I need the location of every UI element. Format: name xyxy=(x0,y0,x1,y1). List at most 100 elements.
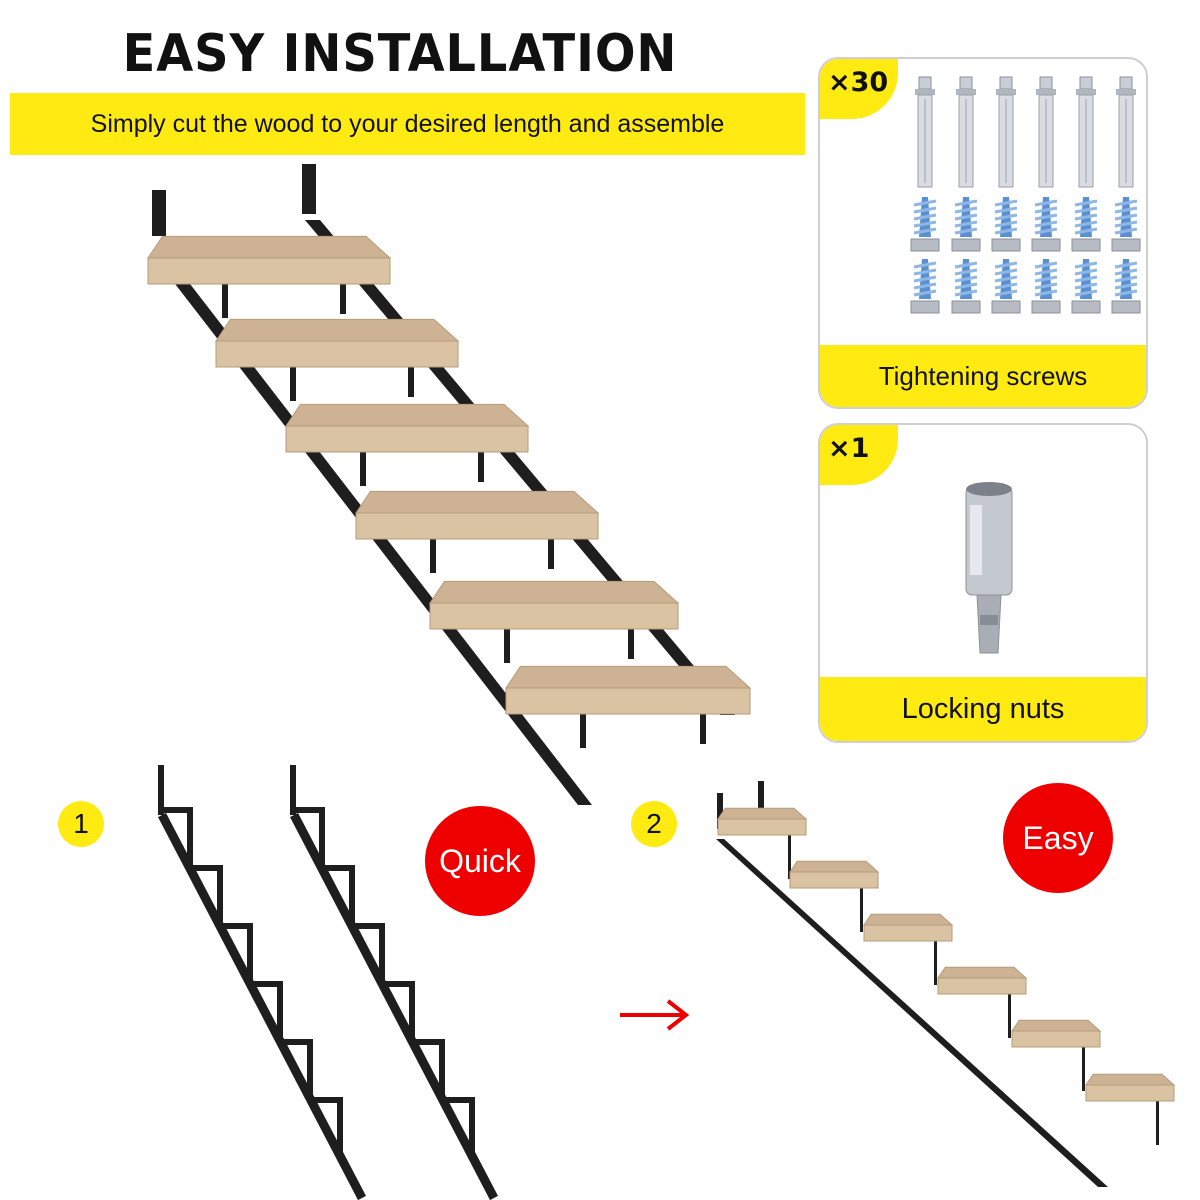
stringer-right-beam xyxy=(290,812,498,1200)
main-tread-2-top xyxy=(215,318,460,342)
anchor-nut-1 xyxy=(918,76,932,90)
nut-kit-card: ×1 Locking nuts xyxy=(818,423,1148,743)
lag-screw-ridge-1-4-5 xyxy=(1034,227,1058,235)
lag-screw-ridge-2-4-4 xyxy=(1034,282,1058,290)
lag-screw-ridge-1-4-2 xyxy=(1034,206,1058,214)
lag-screw-ridge-1-3-1 xyxy=(994,199,1018,207)
anchor-washer-2 xyxy=(956,89,976,95)
right-stringer xyxy=(305,220,735,715)
screws-label: Tightening screws xyxy=(878,361,1088,391)
anchor-washer-5 xyxy=(1076,89,1096,95)
step-support-6 xyxy=(580,688,586,748)
main-tread-1-front xyxy=(147,257,391,285)
lag-screw-ridge-2-5-1 xyxy=(1074,261,1098,269)
step-support-4 xyxy=(430,513,436,573)
asm-support-6 xyxy=(1156,1099,1159,1145)
socket-groove xyxy=(980,615,998,625)
step-1-number: 1 xyxy=(58,801,104,847)
lag-screw-ridge-2-6-5 xyxy=(1114,289,1138,297)
step-support-rear-1 xyxy=(340,258,346,314)
asm-support-1 xyxy=(788,833,791,879)
lag-screw-ridge-2-2-2 xyxy=(954,268,978,276)
step-support-rear-2 xyxy=(408,341,414,397)
step-support-rear-6 xyxy=(700,688,706,744)
main-tread-2-front xyxy=(215,340,459,368)
main-tread-6-front xyxy=(505,687,751,715)
lag-screw-ridge-2-6-2 xyxy=(1114,268,1138,276)
lag-screw-ridge-1-6-5 xyxy=(1114,227,1138,235)
lag-screw-head-2-1 xyxy=(910,300,940,314)
asm-support-2 xyxy=(860,886,863,932)
lag-screw-ridge-2-1-5 xyxy=(913,289,937,297)
main-tread-4-front xyxy=(355,512,599,540)
lag-screw-ridge-2-1-4 xyxy=(913,282,937,290)
anchor-nut-3 xyxy=(999,76,1013,90)
lag-screw-ridge-1-6-1 xyxy=(1114,199,1138,207)
stringer-right-bracket xyxy=(290,765,296,815)
lag-screw-ridge-1-5-3 xyxy=(1074,213,1098,221)
lag-screw-ridge-1-6-2 xyxy=(1114,206,1138,214)
asm-tread-4-front xyxy=(937,977,1027,995)
step-support-2 xyxy=(290,341,296,401)
lag-screw-ridge-1-2-5 xyxy=(954,227,978,235)
lag-screw-ridge-1-2-2 xyxy=(954,206,978,214)
lag-screw-ridge-1-5-5 xyxy=(1074,227,1098,235)
lag-screw-ridge-2-2-5 xyxy=(954,289,978,297)
asm-tread-1-top xyxy=(717,807,808,820)
lag-screw-ridge-2-5-4 xyxy=(1074,282,1098,290)
lag-screw-ridge-1-4-4 xyxy=(1034,220,1058,228)
lag-screw-ridge-1-1-1 xyxy=(913,199,937,207)
main-tread-3-front xyxy=(285,425,529,453)
step-support-3 xyxy=(360,426,366,486)
lag-screw-ridge-1-5-2 xyxy=(1074,206,1098,214)
step-support-rear-3 xyxy=(478,426,484,482)
screws-kit-items xyxy=(910,76,1141,314)
lag-screw-ridge-2-6-4 xyxy=(1114,282,1138,290)
lag-screw-head-2-2 xyxy=(951,300,981,314)
asm-bracket-right xyxy=(758,781,764,817)
asm-support-5 xyxy=(1082,1045,1085,1091)
lag-screw-ridge-2-4-5 xyxy=(1034,289,1058,297)
quick-badge: Quick xyxy=(425,806,535,916)
lag-screw-ridge-1-6-4 xyxy=(1114,220,1138,228)
asm-tread-6-front xyxy=(1085,1084,1175,1102)
lag-screw-ridge-2-3-1 xyxy=(994,261,1018,269)
locking-nut-socket xyxy=(965,482,1013,654)
lag-screw-head-1-3 xyxy=(991,238,1021,252)
asm-tread-3-top xyxy=(863,913,954,926)
arrow-right-icon xyxy=(620,999,690,1031)
lag-screw-head-1-1 xyxy=(910,238,940,252)
lag-screw-ridge-2-4-1 xyxy=(1034,261,1058,269)
screws-count: ×30 xyxy=(828,67,889,98)
step-support-rear-4 xyxy=(548,513,554,569)
main-tread-3-top xyxy=(285,403,530,427)
nut-label-bar: Locking nuts xyxy=(820,677,1146,741)
lag-screw-ridge-2-5-3 xyxy=(1074,275,1098,283)
lag-screw-ridge-2-6-3 xyxy=(1114,275,1138,283)
lag-screw-ridge-2-1-1 xyxy=(913,261,937,269)
nut-label: Locking nuts xyxy=(901,693,1065,725)
lag-screw-ridge-1-2-3 xyxy=(954,213,978,221)
lag-screw-ridge-2-5-5 xyxy=(1074,289,1098,297)
lag-screw-ridge-1-2-4 xyxy=(954,220,978,228)
lag-screw-ridge-1-3-5 xyxy=(994,227,1018,235)
lag-screw-ridge-1-2-1 xyxy=(954,199,978,207)
asm-tread-2-front xyxy=(789,871,879,889)
asm-tread-4-top xyxy=(937,966,1028,979)
nut-count: ×1 xyxy=(828,433,870,464)
lag-screw-ridge-1-1-4 xyxy=(913,220,937,228)
asm-support-4 xyxy=(1008,992,1011,1038)
lag-screw-head-1-5 xyxy=(1071,238,1101,252)
lag-screw-head-2-3 xyxy=(991,300,1021,314)
anchor-nut-5 xyxy=(1079,76,1093,90)
asm-tread-5-top xyxy=(1011,1019,1102,1032)
step-support-5 xyxy=(504,603,510,663)
anchor-nut-6 xyxy=(1119,76,1133,90)
lag-screw-ridge-2-3-4 xyxy=(994,282,1018,290)
subtitle-banner xyxy=(10,93,805,155)
lag-screw-ridge-2-4-2 xyxy=(1034,268,1058,276)
asm-tread-1-front xyxy=(717,818,807,836)
lag-screw-ridge-1-3-2 xyxy=(994,206,1018,214)
main-tread-4-top xyxy=(355,490,600,514)
lag-screw-head-2-6 xyxy=(1111,300,1141,314)
